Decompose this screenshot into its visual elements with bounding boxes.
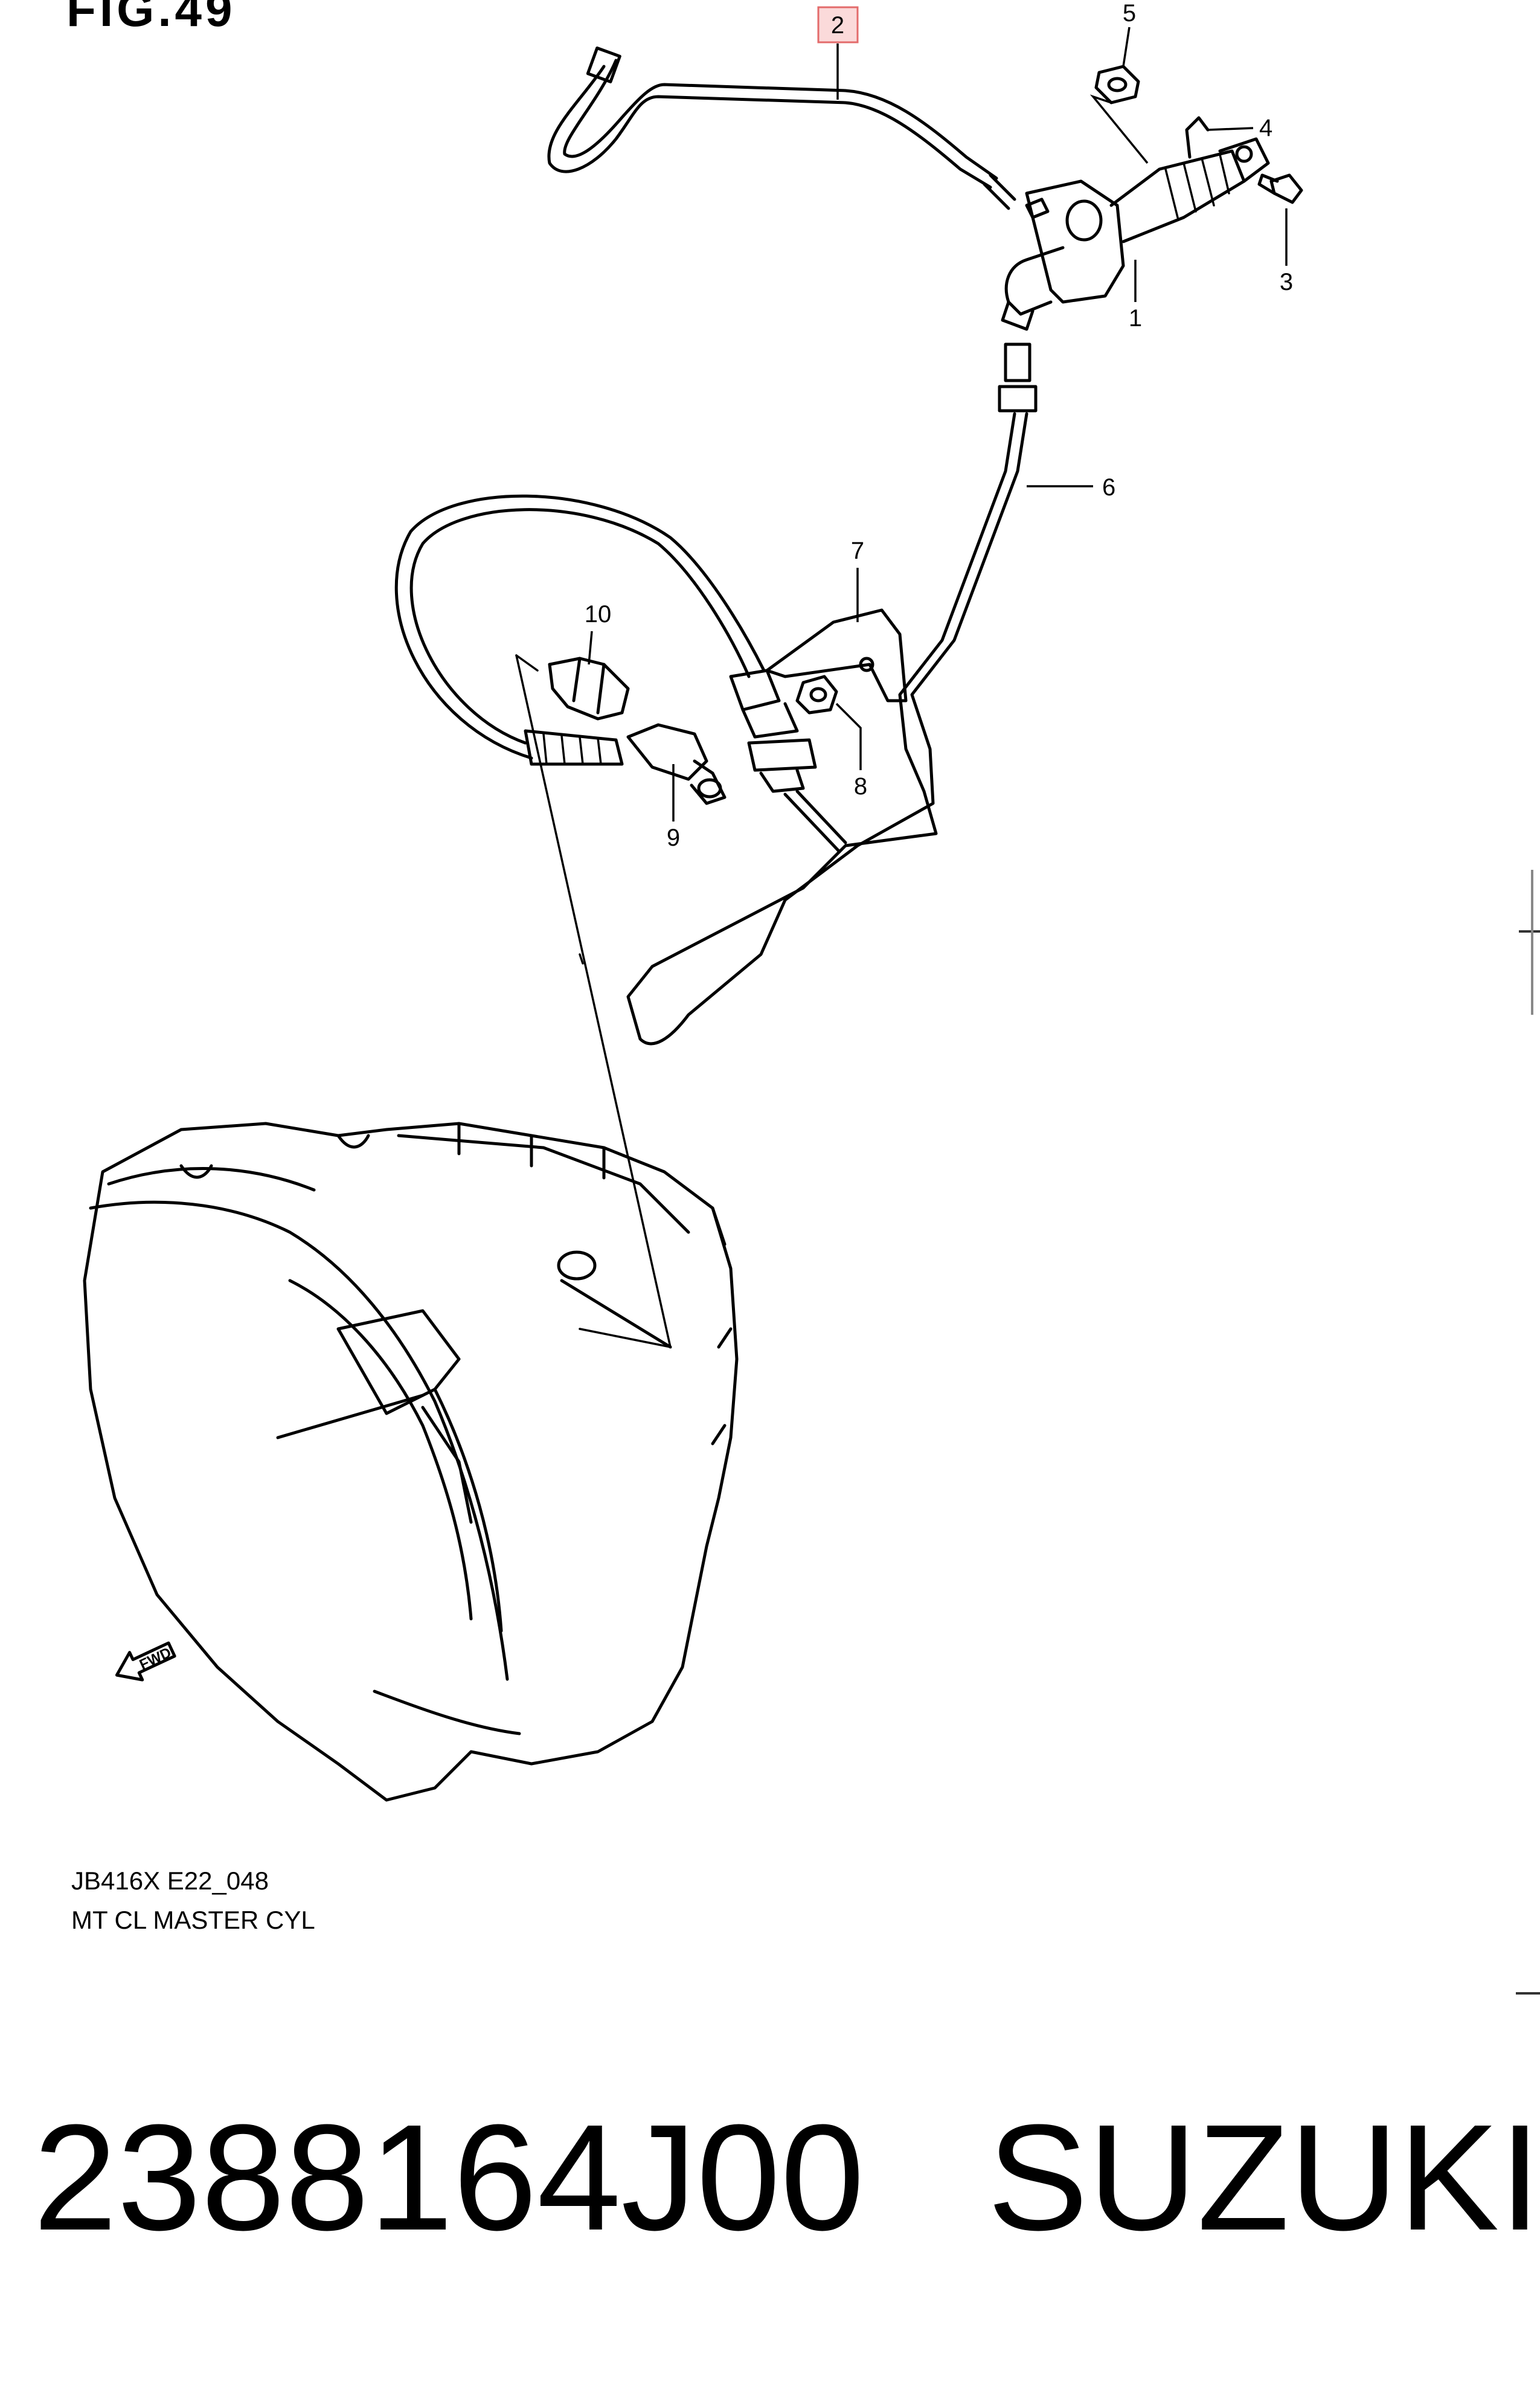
diagram-code-caption: JB416X E22_048	[71, 1866, 269, 1895]
pin-part-3	[1257, 173, 1303, 204]
callout-5-label: 5	[1123, 0, 1136, 27]
page-edge-mark	[1519, 930, 1540, 933]
callout-4-label: 4	[1259, 115, 1272, 141]
callout-2-highlight	[817, 6, 859, 43]
clip-part-4	[1185, 116, 1210, 159]
clip-part-10	[548, 657, 630, 721]
callout-7-label: 7	[851, 538, 864, 564]
nut-part-5	[1094, 65, 1140, 104]
callout-2[interactable]: 2	[817, 6, 859, 100]
master-cylinder	[1001, 137, 1270, 331]
reservoir-hose	[547, 46, 1016, 210]
callout-10-label: 10	[585, 601, 612, 628]
callout-3[interactable]: 3	[1280, 208, 1293, 295]
clutch-flexible-hose	[394, 494, 847, 854]
nut-part-8	[795, 675, 838, 715]
brand-name: SUZUKI	[987, 2093, 1540, 2262]
callout-6[interactable]: 6	[1027, 474, 1115, 501]
bracket-part-7	[765, 608, 908, 702]
part-number: 2388164J00	[33, 2093, 865, 2262]
callout-7[interactable]: 7	[851, 538, 864, 622]
page-edge-mark	[1531, 870, 1533, 1015]
clutch-master-cylinder-diagram: FWD 2 5 4 3 1 6 7 8 9 10	[83, 0, 1303, 1802]
callout-9[interactable]: 9	[667, 764, 680, 851]
callout-3-label: 3	[1280, 269, 1293, 295]
callout-10[interactable]: 10	[585, 601, 612, 665]
callout-8-label: 8	[854, 773, 867, 800]
callout-2-label: 2	[831, 12, 844, 39]
clutch-pipe	[626, 342, 1038, 1046]
transmission-housing	[83, 1122, 739, 1802]
fitting-part-9	[626, 723, 727, 805]
forward-direction-arrow-icon: FWD	[115, 1641, 176, 1682]
callout-5[interactable]: 5	[1089, 0, 1149, 164]
page-edge-mark	[1516, 1992, 1540, 1995]
callout-9-label: 9	[667, 825, 680, 851]
callout-1-label: 1	[1129, 305, 1142, 332]
callout-8[interactable]: 8	[835, 702, 867, 800]
figure-title: FIG.49	[66, 0, 236, 36]
callout-4[interactable]: 4	[1207, 115, 1272, 141]
diagram-name-caption: MT CL MASTER CYL	[71, 1906, 315, 1934]
callout-1[interactable]: 1	[1129, 260, 1142, 332]
callout-6-label: 6	[1102, 474, 1115, 501]
